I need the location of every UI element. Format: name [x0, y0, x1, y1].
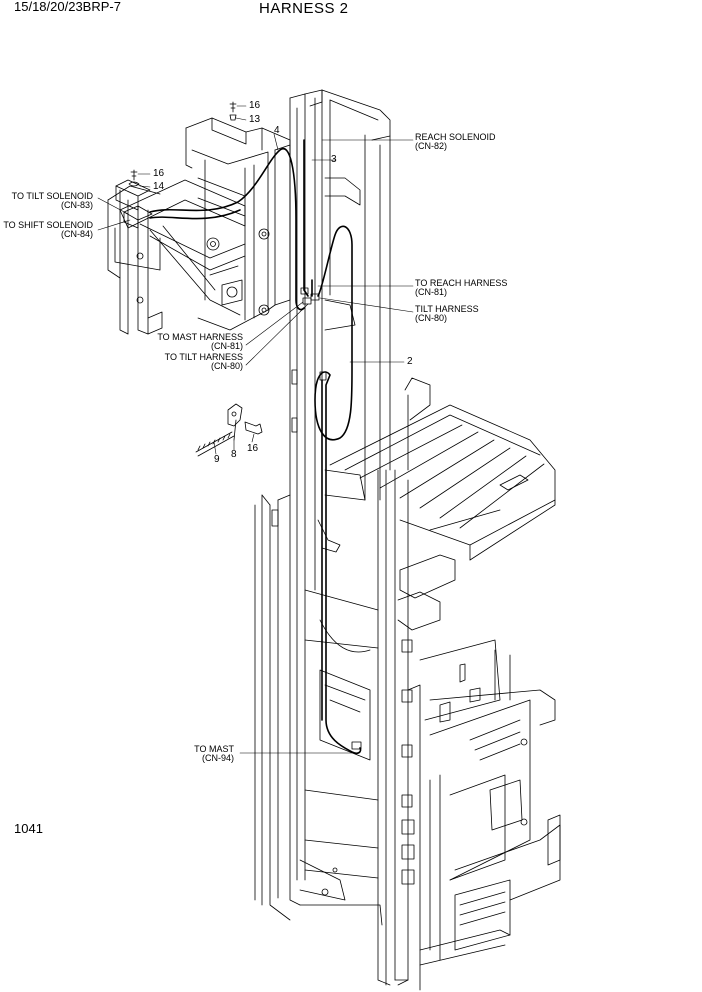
harness-wires	[149, 139, 362, 755]
part-number-9: 9	[214, 454, 220, 465]
page-number: 1041	[14, 821, 43, 836]
callout-to-reach-harness-code: (CN-81)	[415, 287, 448, 297]
callout-reach-solenoid-code: (CN-82)	[415, 141, 448, 151]
callout-to-mast-code: (CN-94)	[201, 753, 234, 763]
mast-structure	[254, 89, 409, 986]
part-number-13: 13	[249, 114, 261, 125]
hardware-bolts	[128, 101, 237, 187]
callout-to-shift-solenoid-code: (CN-84)	[60, 229, 93, 239]
callout-to-mast: TO MAST	[194, 744, 234, 754]
model-number: 15/18/20/23BRP-7	[14, 0, 121, 14]
callout-to-mast-harness-code: (CN-81)	[210, 341, 243, 351]
truck-frame	[397, 554, 561, 991]
callout-tilt-harness-code: (CN-80)	[415, 313, 448, 323]
part-number-16: 16	[153, 168, 165, 179]
callout-reach-solenoid: REACH SOLENOID	[415, 132, 496, 142]
page-title: HARNESS 2	[259, 0, 349, 17]
callout-to-shift-solenoid: TO SHIFT SOLENOID	[3, 220, 93, 230]
carriage-assembly	[107, 117, 291, 335]
part-number-16: 16	[249, 100, 261, 111]
callout-to-tilt-harness: TO TILT HARNESS	[164, 352, 243, 362]
part-number-8: 8	[231, 449, 237, 460]
part-number-3: 3	[331, 154, 337, 165]
callout-to-reach-harness: TO REACH HARNESS	[415, 278, 508, 288]
connectors	[300, 287, 362, 750]
part-number-2: 2	[407, 356, 413, 367]
harness-4-wire	[149, 147, 305, 311]
part-number-16: 16	[247, 443, 259, 454]
callout-to-mast-harness: TO MAST HARNESS	[157, 332, 243, 342]
callout-to-tilt-solenoid: TO TILT SOLENOID	[11, 191, 93, 201]
part-number-4: 4	[274, 125, 280, 136]
loose-parts-9-8-16	[195, 403, 263, 457]
overhead-guard	[329, 377, 556, 561]
callout-to-tilt-solenoid-code: (CN-83)	[60, 200, 93, 210]
callout-tilt-harness: TILT HARNESS	[415, 304, 479, 314]
leader-lines	[97, 105, 414, 754]
part-number-14: 14	[153, 181, 165, 192]
callout-to-tilt-harness-code: (CN-80)	[210, 361, 243, 371]
